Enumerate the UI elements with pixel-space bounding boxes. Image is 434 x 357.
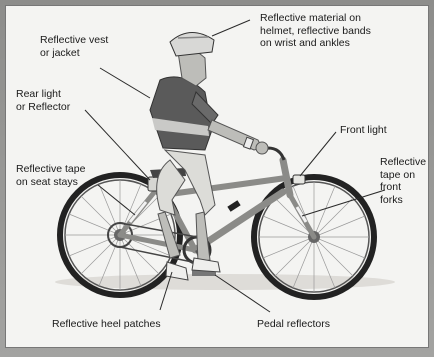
rider-torso [150, 77, 268, 154]
label-heel-patches: Reflective heel patches [52, 318, 161, 331]
rider-arm [208, 120, 262, 150]
rider-shoe [192, 258, 220, 272]
leader-lines [85, 20, 385, 312]
front-light [293, 175, 305, 184]
label-pedal-reflectors: Pedal reflectors [257, 318, 330, 331]
label-reflective-vest: Reflective vest or jacket [40, 34, 108, 59]
label-seat-stays: Reflective tape on seat stays [16, 163, 85, 188]
label-front-forks: Reflective tape on front forks [380, 156, 426, 206]
bike-frame [120, 160, 314, 250]
rider-shin [196, 212, 210, 262]
label-front-light: Front light [340, 124, 387, 137]
rider-hand [256, 142, 268, 154]
frame-decal [227, 200, 240, 212]
label-helmet-reflective-material: Reflective material on helmet, reflectiv… [260, 12, 371, 50]
label-rear-light: Rear light or Reflector [16, 88, 70, 113]
helmet [170, 32, 214, 56]
